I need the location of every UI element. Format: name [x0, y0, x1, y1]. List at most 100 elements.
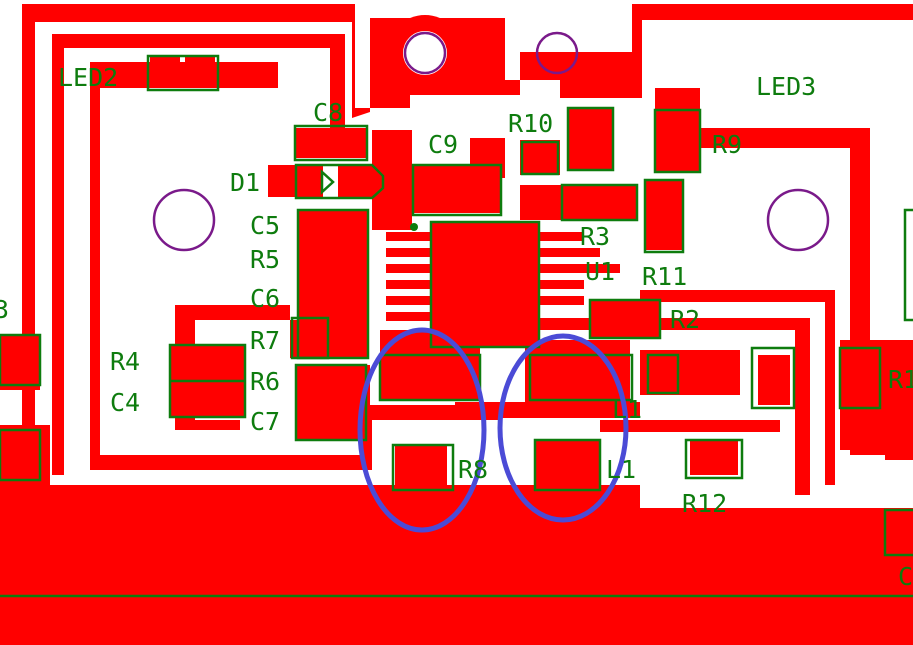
r8-lower-outline — [391, 443, 455, 492]
u1-exposed-pad — [430, 222, 540, 347]
r8-upper-outline — [378, 353, 482, 402]
label-r6: R6 — [250, 367, 280, 396]
u1-pin-r5 — [540, 296, 584, 305]
u1-pin-r3 — [540, 264, 620, 273]
label-r5: R5 — [250, 245, 280, 274]
label-c9: C9 — [428, 130, 458, 159]
led2-outline — [146, 54, 220, 92]
u1-pin-r4 — [540, 280, 584, 289]
r10-pad — [520, 140, 560, 175]
label-edge-right-bottom: C — [898, 562, 913, 591]
u1-pin-l5 — [386, 296, 430, 305]
u1-outline — [429, 220, 541, 349]
label-r1: R1 — [888, 365, 913, 394]
r8-lower-pad — [395, 445, 447, 485]
r11-outline — [643, 178, 685, 254]
c9-outline — [411, 163, 503, 217]
led2-center-hole — [152, 188, 216, 252]
r7-pad — [290, 320, 328, 358]
label-led3: LED3 — [756, 72, 816, 101]
label-l1-upper: L1 — [612, 395, 642, 424]
r3-outline — [560, 183, 639, 222]
label-r8: R8 — [458, 455, 488, 484]
r6-c7-pads — [295, 365, 370, 440]
label-c4: C4 — [110, 388, 140, 417]
left-edge-outline — [0, 333, 42, 387]
r10-outline — [566, 106, 615, 172]
label-r10: R10 — [508, 109, 553, 138]
right-pad-row — [640, 350, 740, 395]
u1-pin-l3 — [386, 264, 430, 273]
led2-pad-b — [185, 57, 215, 87]
label-u1: U1 — [585, 257, 615, 286]
r6-c7-outline — [294, 363, 368, 442]
right-edge-small-pad — [885, 410, 913, 460]
r1-left-outline — [750, 346, 796, 410]
label-r2: R2 — [670, 305, 700, 334]
left-edge-pad-lower — [0, 425, 50, 480]
r2-pads — [590, 300, 660, 338]
top-hole-left — [403, 31, 447, 75]
label-r12: R12 — [682, 489, 727, 518]
r9-pad — [655, 110, 700, 172]
l1-upper-outline — [528, 353, 634, 402]
highlight-ellipse-l1 — [497, 333, 629, 523]
label-led2: LED2 — [58, 63, 118, 92]
label-edge-left: 3 — [0, 295, 9, 324]
top-hole-clearance — [403, 31, 447, 75]
c8-outline — [293, 124, 369, 162]
u1-pin-l1 — [386, 232, 430, 241]
label-r11: R11 — [642, 262, 687, 291]
d1-outline — [294, 163, 385, 200]
r2-outline — [588, 298, 662, 340]
u1-pin-l6 — [386, 312, 430, 321]
left-edge-pad — [0, 335, 40, 390]
r1-left-pad — [758, 355, 790, 405]
r3-pads — [520, 185, 638, 220]
left-edge-lower-outline — [0, 428, 42, 482]
right-bottom-outline — [883, 508, 913, 557]
mounting-holes — [152, 15, 830, 252]
label-r7: R7 — [250, 326, 280, 355]
trace-l1-right — [600, 420, 780, 432]
u1-pin-l2 — [386, 248, 430, 257]
c8-pad-row — [295, 128, 367, 158]
right-edge-outline — [903, 208, 913, 322]
u1-pin-l4 — [386, 280, 430, 289]
label-c5: C5 — [250, 211, 280, 240]
top-hole-right — [535, 31, 579, 75]
label-r9: R9 — [712, 130, 742, 159]
u1-pin-r1 — [540, 232, 584, 241]
l1-lower-pad — [535, 440, 600, 488]
label-c8: C8 — [313, 98, 343, 127]
led3-center-hole — [766, 188, 830, 252]
d1-cathode-mark — [320, 169, 335, 195]
u1-pin-r2 — [540, 248, 600, 257]
r10-right-pad — [568, 108, 613, 170]
r7-outline — [290, 316, 330, 360]
bottom-ground-pour — [0, 478, 913, 645]
silkscreen-layer — [0, 54, 913, 598]
led2-pad-a — [150, 57, 180, 87]
label-r3: R3 — [580, 222, 610, 251]
label-c7: C7 — [250, 407, 280, 436]
r1-outline — [838, 346, 882, 410]
u1-pin1-dot — [410, 223, 418, 231]
annotation-layer — [357, 327, 629, 533]
label-l1-lower: L1 — [606, 455, 636, 484]
c5-r5-c6-outline — [296, 208, 370, 360]
label-c6: C6 — [250, 284, 280, 313]
r10-small-outline — [520, 140, 560, 176]
l1-lower-outline — [533, 438, 602, 492]
highlight-ellipse-r8 — [357, 327, 487, 533]
r11-pad — [645, 180, 683, 250]
c8-c9-link — [372, 130, 412, 230]
right-pad-outline-1 — [646, 353, 680, 395]
r12-outline — [684, 438, 744, 480]
label-d1: D1 — [230, 168, 260, 197]
refdes-labels: LED2 LED3 C8 C9 R10 R9 D1 C5 R5 C6 R7 R6… — [0, 63, 913, 591]
c9-top-pad — [470, 138, 505, 178]
r12-pad — [690, 440, 738, 475]
label-r4: R4 — [110, 347, 140, 376]
